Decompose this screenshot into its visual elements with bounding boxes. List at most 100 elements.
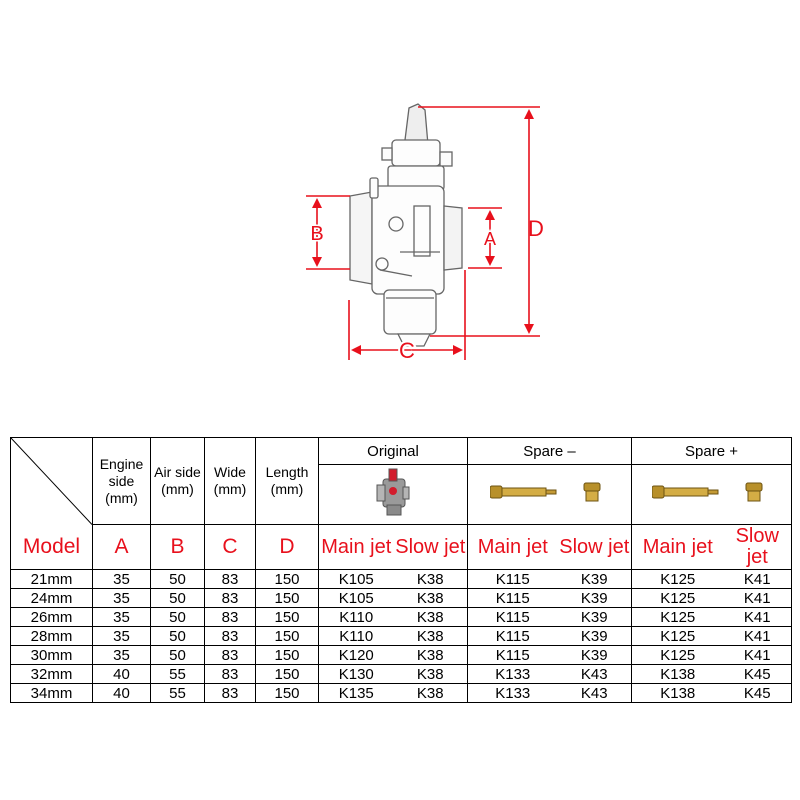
- cell-original-slow-jet: K38: [393, 683, 468, 703]
- cell-spare-plus-slow-jet: K45: [723, 664, 793, 684]
- cell-original-slow-jet: K38: [393, 645, 468, 665]
- cell-length: 150: [255, 607, 319, 627]
- cell-wide: 83: [204, 664, 256, 684]
- cell-length: 150: [255, 645, 319, 665]
- cell-wide: 83: [204, 626, 256, 646]
- cell-model: 30mm: [10, 645, 93, 665]
- cell-spare-minus-main-jet: K133: [467, 664, 558, 684]
- cell-spare-plus-slow-jet: K41: [723, 626, 793, 646]
- cell-wide: 83: [204, 645, 256, 665]
- cell-original-slow-jet: K38: [393, 626, 468, 646]
- carburetor-drawing: [349, 103, 463, 347]
- cell-length: 150: [255, 683, 319, 703]
- model-label-row: Model A B C D Main jet Slow jet Main jet…: [10, 524, 793, 570]
- cell-length: 150: [255, 588, 319, 608]
- cell-original-main-jet: K130: [318, 664, 394, 684]
- cell-air-side: 55: [150, 683, 205, 703]
- label-a: A: [92, 524, 151, 570]
- cell-spare-minus-main-jet: K115: [467, 607, 558, 627]
- cell-spare-plus-main-jet: K125: [631, 607, 724, 627]
- cell-engine-side: 40: [92, 683, 151, 703]
- header-image-row: [11, 464, 793, 525]
- cell-spare-minus-main-jet: K115: [467, 588, 558, 608]
- cell-original-main-jet: K110: [318, 626, 394, 646]
- header-air-side: Air side (mm): [150, 437, 205, 525]
- cell-engine-side: 35: [92, 626, 151, 646]
- cell-engine-side: 35: [92, 645, 151, 665]
- cell-length: 150: [255, 569, 319, 589]
- jets-thumbnail: [489, 482, 600, 502]
- carburetor-thumbnail: [376, 468, 410, 516]
- header-spare-plus: Spare +: [631, 437, 793, 465]
- label-b: B: [150, 524, 205, 570]
- label-spare-plus-main-jet: Main jet: [631, 524, 724, 570]
- label-original-slow-jet: Slow jet: [393, 524, 468, 570]
- carburetor-dimension-diagram: B A D C: [306, 103, 544, 365]
- header-row: Engine side (mm) Air side (mm) Wide (mm)…: [10, 437, 793, 525]
- dim-label-c: C: [399, 338, 415, 363]
- cell-spare-minus-slow-jet: K39: [557, 607, 633, 627]
- cell-spare-minus-main-jet: K115: [467, 626, 558, 646]
- cell-original-slow-jet: K38: [393, 588, 468, 608]
- label-spare-minus-main-jet: Main jet: [467, 524, 558, 570]
- cell-wide: 83: [204, 569, 256, 589]
- cell-model: 28mm: [10, 626, 93, 646]
- cell-spare-minus-slow-jet: K43: [557, 683, 633, 703]
- cell-air-side: 55: [150, 664, 205, 684]
- cell-engine-side: 35: [92, 607, 151, 627]
- original-carb-image-cell: [318, 464, 468, 525]
- cell-spare-plus-main-jet: K138: [631, 664, 724, 684]
- header-length: Length (mm): [255, 437, 319, 525]
- label-original-main-jet: Main jet: [318, 524, 394, 570]
- cell-model: 34mm: [10, 683, 93, 703]
- diagonal-line: [11, 438, 92, 525]
- cell-spare-minus-slow-jet: K39: [557, 626, 633, 646]
- cell-original-main-jet: K120: [318, 645, 394, 665]
- cell-original-slow-jet: K38: [393, 664, 468, 684]
- cell-model: 26mm: [10, 607, 93, 627]
- dimension-lines: [306, 106, 540, 360]
- cell-air-side: 50: [150, 588, 205, 608]
- cell-original-main-jet: K110: [318, 607, 394, 627]
- header-original: Original: [318, 437, 468, 465]
- cell-spare-minus-main-jet: K115: [467, 645, 558, 665]
- dim-label-b: B: [310, 223, 323, 245]
- dim-label-d: D: [528, 216, 544, 241]
- cell-spare-plus-slow-jet: K41: [723, 645, 793, 665]
- cell-original-slow-jet: K38: [393, 607, 468, 627]
- cell-spare-plus-main-jet: K138: [631, 683, 724, 703]
- cell-model: 21mm: [10, 569, 93, 589]
- cell-spare-plus-main-jet: K125: [631, 569, 724, 589]
- cell-length: 150: [255, 664, 319, 684]
- cell-wide: 83: [204, 588, 256, 608]
- label-spare-minus-slow-jet: Slow jet: [557, 524, 633, 570]
- cell-spare-plus-main-jet: K125: [631, 645, 724, 665]
- carburetor-spec-table: Engine side (mm) Air side (mm) Wide (mm)…: [10, 437, 793, 703]
- spare-plus-jets-image-cell: [631, 464, 793, 525]
- label-spare-plus-slow-jet: Slow jet: [723, 524, 793, 570]
- dim-label-a: A: [484, 229, 496, 249]
- cell-air-side: 50: [150, 607, 205, 627]
- cell-engine-side: 35: [92, 569, 151, 589]
- cell-spare-plus-main-jet: K125: [631, 626, 724, 646]
- cell-length: 150: [255, 626, 319, 646]
- cell-air-side: 50: [150, 626, 205, 646]
- cell-original-slow-jet: K38: [393, 569, 468, 589]
- cell-engine-side: 35: [92, 588, 151, 608]
- cell-spare-minus-slow-jet: K39: [557, 569, 633, 589]
- header-spare-minus: Spare –: [466, 437, 633, 465]
- label-model: Model: [10, 524, 93, 570]
- cell-original-main-jet: K105: [318, 588, 394, 608]
- cell-spare-minus-main-jet: K115: [467, 569, 558, 589]
- cell-spare-plus-slow-jet: K41: [723, 588, 793, 608]
- header-engine-side: Engine side (mm): [92, 437, 151, 525]
- corner-cell: [10, 437, 93, 525]
- label-d: D: [255, 524, 319, 570]
- cell-spare-plus-main-jet: K125: [631, 588, 724, 608]
- cell-spare-plus-slow-jet: K41: [723, 569, 793, 589]
